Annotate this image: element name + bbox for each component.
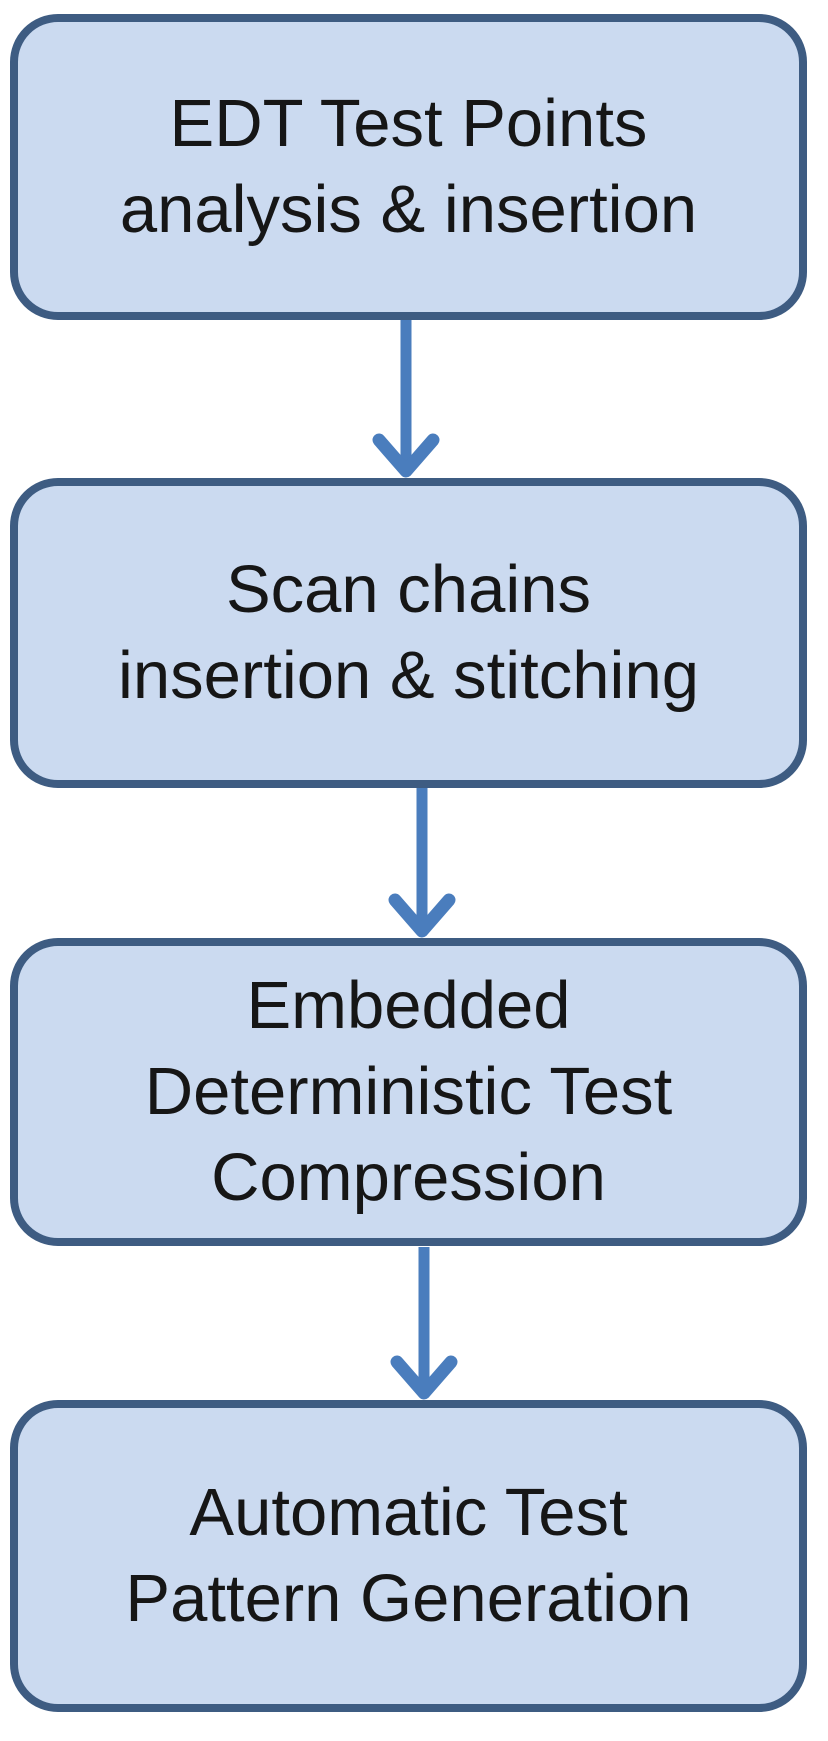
node-text-line: Automatic Test [189,1475,628,1550]
node-label: Scan chains insertion & stitching [118,547,699,719]
flow-node-automatic-test-pattern-generation: Automatic Test Pattern Generation [10,1400,807,1712]
node-text-line: EDT Test Points [169,86,648,161]
node-label: EDT Test Points analysis & insertion [120,81,697,253]
node-text-line: Scan chains [225,552,591,627]
down-arrow-icon [388,788,456,938]
node-label: Embedded Deterministic Test Compression [145,963,672,1221]
node-text-line: Compression [211,1140,606,1215]
flow-node-scan-chains: Scan chains insertion & stitching [10,478,807,788]
node-text-line: Embedded [246,968,571,1043]
node-text-line: insertion & stitching [118,638,699,713]
down-arrow-icon [390,1247,458,1400]
node-label: Automatic Test Pattern Generation [125,1470,691,1642]
node-text-line: Pattern Generation [125,1561,692,1636]
flow-node-embedded-deterministic-test-compression: Embedded Deterministic Test Compression [10,938,807,1246]
node-text-line: Deterministic Test [144,1054,673,1129]
flow-node-edt-test-points: EDT Test Points analysis & insertion [10,14,807,320]
node-text-line: analysis & insertion [119,172,698,247]
down-arrow-icon [372,320,440,478]
